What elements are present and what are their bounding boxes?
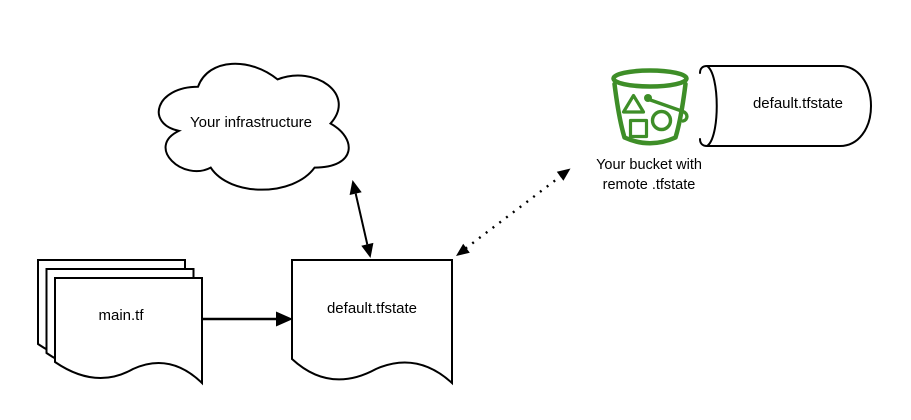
bucket-handle — [647, 97, 689, 123]
infrastructure-cloud-label: Your infrastructure — [189, 114, 313, 131]
remote-state-cylinder-shape — [699, 65, 873, 147]
arrow-main-to-local — [202, 311, 293, 327]
remote-state-cylinder-label: default.tfstate — [752, 95, 844, 112]
local-state-document-label: default.tfstate — [326, 300, 418, 317]
bucket-square-glyph — [628, 118, 649, 139]
bucket-triangle-glyph — [621, 93, 646, 114]
s3-bucket-icon — [611, 68, 689, 146]
main-tf-page-front — [54, 277, 203, 386]
bucket-label: Your bucket with remote .tfstate — [596, 155, 702, 195]
bucket-label-line2: remote .tfstate — [602, 177, 696, 193]
arrow-local-bucket-dotted-two-way — [456, 168, 571, 256]
main-tf-label: main.tf — [98, 307, 144, 324]
bucket-label-line1: Your bucket with — [596, 157, 702, 173]
bucket-circle-glyph — [650, 109, 673, 132]
local-state-document-shape — [291, 259, 453, 386]
arrow-cloud-local-two-way — [349, 180, 374, 258]
infrastructure-cloud-shape — [157, 62, 350, 191]
